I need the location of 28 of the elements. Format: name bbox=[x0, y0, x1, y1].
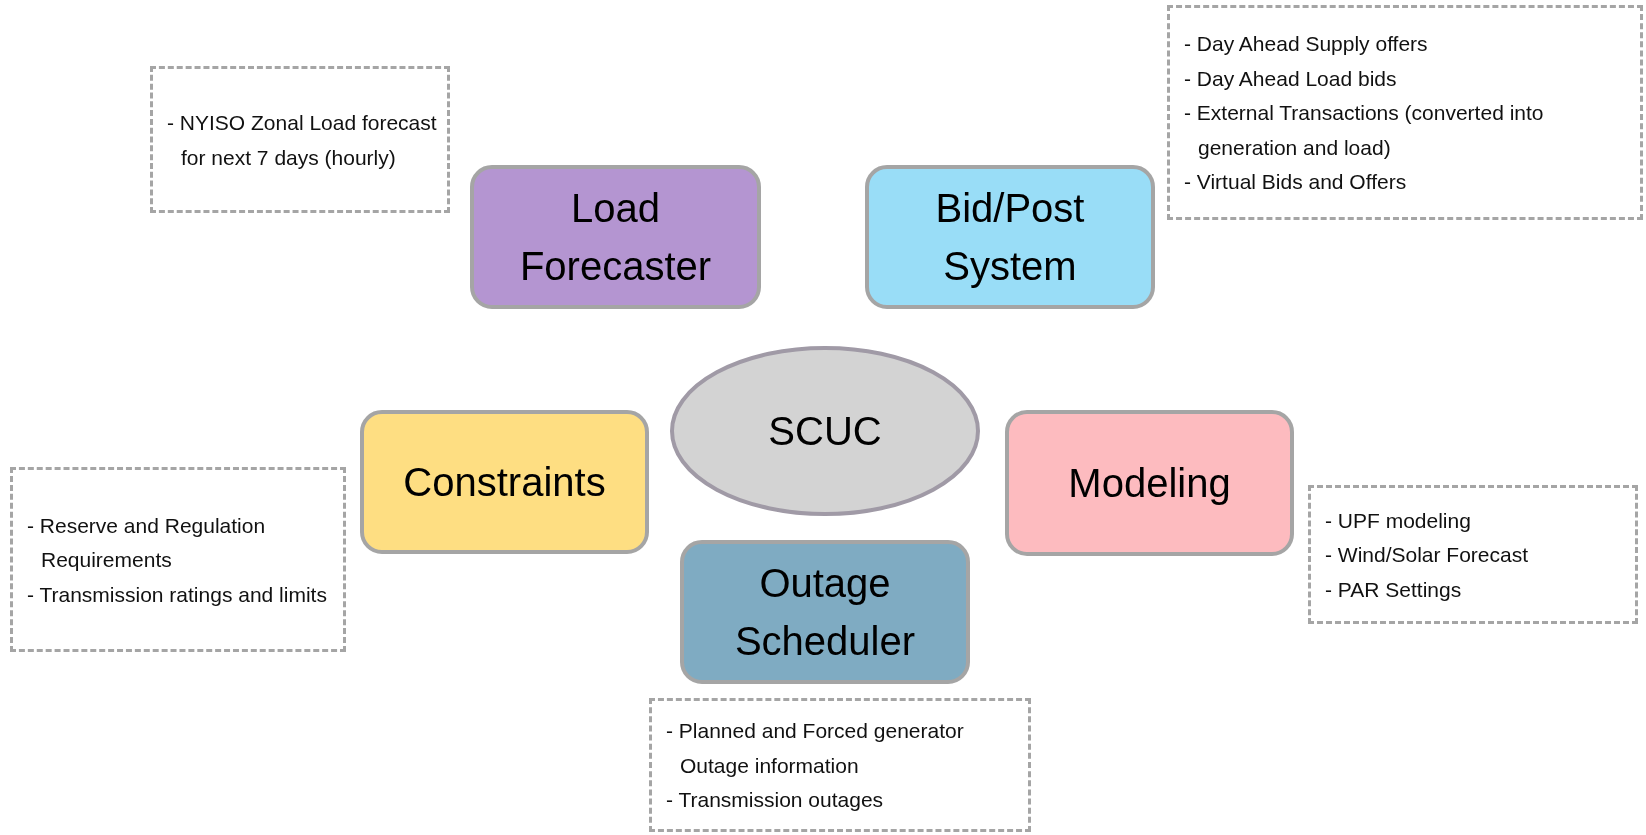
node-label: Load Forecaster bbox=[518, 185, 713, 290]
bullet-text: - Wind/Solar Forecast bbox=[1325, 542, 1530, 569]
note-box bbox=[150, 66, 450, 213]
node-label: Modeling bbox=[1067, 460, 1232, 507]
bullet-text: - Virtual Bids and Offers bbox=[1184, 169, 1408, 196]
process-box bbox=[470, 165, 761, 309]
node-label: Constraints bbox=[402, 459, 607, 506]
note-box bbox=[1167, 5, 1643, 220]
note-box bbox=[649, 698, 1031, 832]
bullet-text: - External Transactions (converted into generation and load) bbox=[1184, 100, 1545, 161]
bullet-text: - NYISO Zonal Load forecast for next 7 days (hourly) bbox=[167, 109, 438, 171]
node-label: SCUC bbox=[768, 408, 882, 454]
bullet-text: - Day Ahead Load bids bbox=[1184, 65, 1398, 92]
bullet-text: - Planned and Forced generator Outage information bbox=[666, 718, 965, 779]
bullet-text: - Transmission ratings and limits bbox=[27, 581, 328, 608]
process-box bbox=[360, 410, 649, 554]
process-box bbox=[1005, 410, 1294, 556]
bullet-text: - Day Ahead Supply offers bbox=[1184, 30, 1429, 57]
process-box bbox=[680, 540, 970, 684]
bullet-text: - Transmission outages bbox=[666, 787, 885, 814]
process-box bbox=[865, 165, 1155, 309]
node-label: Bid/Post System bbox=[934, 185, 1086, 290]
bullet-text: - PAR Settings bbox=[1325, 576, 1463, 603]
bullet-text: - Reserve and Regulation Requirements bbox=[27, 512, 267, 574]
note-box bbox=[1308, 485, 1638, 624]
note-box bbox=[10, 467, 346, 652]
node-label: Outage Scheduler bbox=[733, 560, 917, 665]
bullet-text: - UPF modeling bbox=[1325, 507, 1472, 534]
